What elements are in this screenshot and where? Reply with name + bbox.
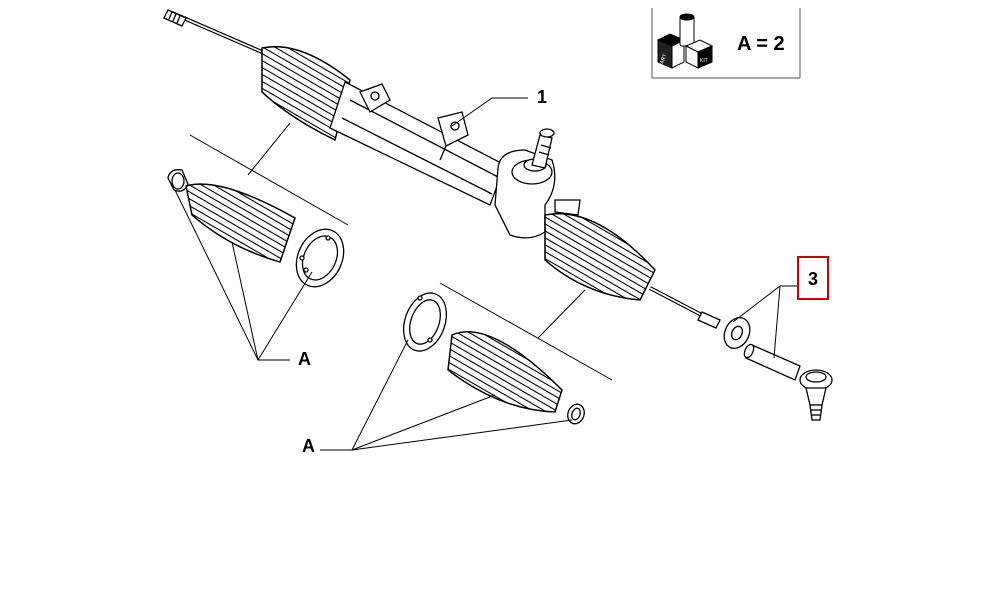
kit-tag-art: ART [659,53,668,64]
kit-tag-kit: KIT [700,58,708,64]
kit-package-icon [656,13,714,69]
leader-lines [174,97,806,451]
kit-legend: ART KIT A = 2 [651,8,801,79]
label-a-upper: A [298,349,311,369]
boot-kit-left [167,169,345,288]
tie-rod-end [723,316,833,421]
callout-1: 1 [537,87,547,107]
label-a-lower: A [302,436,315,456]
callout-3: 3 [808,269,818,289]
boot-kit-right [402,292,585,425]
kit-quantity-text: A = 2 [737,33,785,55]
callout-3-highlight-box [797,256,829,300]
steering-rack-assembly [163,9,721,329]
